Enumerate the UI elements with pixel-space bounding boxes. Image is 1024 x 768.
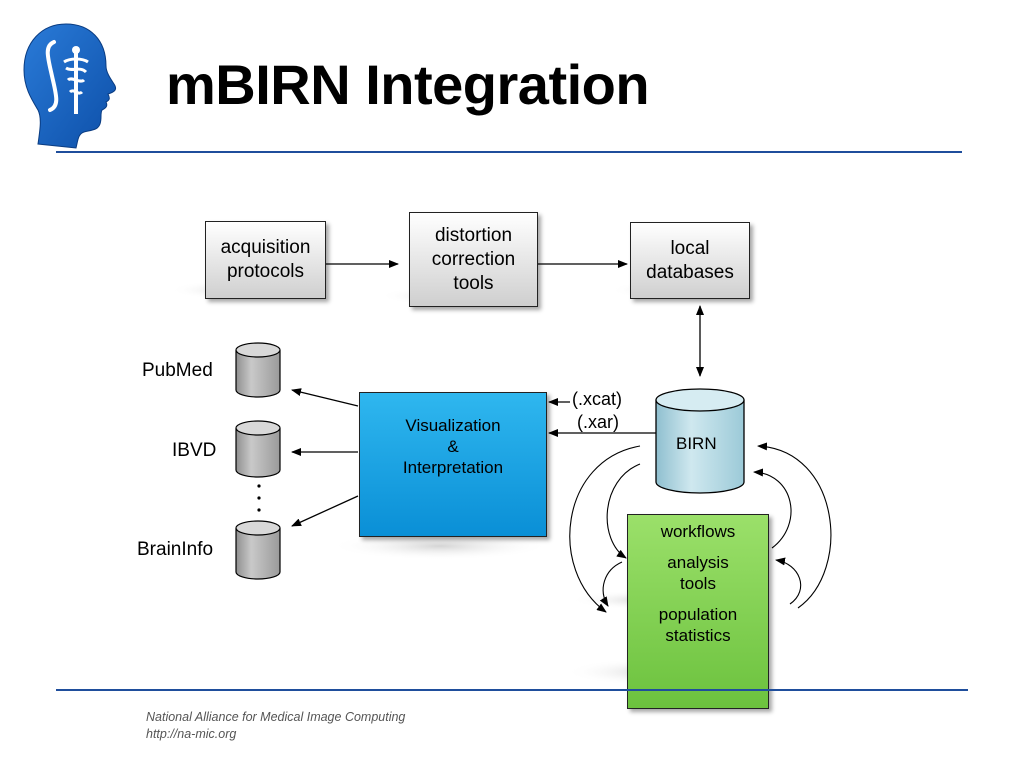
distortion-correction-box: distortion correction tools — [409, 212, 538, 307]
acquisition-protocols-box: acquisition protocols — [205, 221, 326, 299]
box-label: Visualization — [405, 416, 501, 435]
braininfo-cylinder — [235, 520, 281, 580]
population-statistics-label: statistics — [665, 626, 731, 645]
analysis-tools-label: analysis — [667, 553, 729, 572]
birn-label: BIRN — [676, 434, 717, 453]
local-databases-box: local databases — [630, 222, 750, 299]
box-label: acquisition — [220, 237, 311, 258]
box-label: tools — [453, 272, 494, 294]
population-statistics-label: population — [658, 605, 738, 624]
workflows-box: workflows analysis tools population stat… — [627, 514, 769, 709]
braininfo-label: BrainInfo — [137, 539, 214, 560]
curve-arrow-right-mid — [753, 468, 792, 549]
box-label: databases — [646, 261, 734, 283]
ellipsis-dot — [257, 508, 261, 512]
pubmed-label: PubMed — [142, 360, 213, 381]
workflows-label: workflows — [660, 522, 736, 541]
box-label: protocols — [226, 261, 305, 282]
xcat-label: (.xcat) — [572, 389, 623, 409]
box-label: & — [447, 437, 459, 456]
box-label: Interpretation — [402, 458, 504, 477]
footer-url: http://na-mic.org — [146, 727, 237, 741]
ellipsis-dot — [257, 496, 261, 500]
box-label: local — [670, 237, 710, 259]
curve-arrow-left-inner — [599, 561, 623, 607]
footer-divider — [56, 689, 968, 691]
ellipsis-dot — [257, 484, 261, 488]
arrow-viz-to-braininfo — [291, 495, 359, 527]
header-divider — [56, 151, 962, 153]
ibvd-cylinder — [235, 420, 281, 478]
pubmed-cylinder — [235, 342, 281, 398]
curve-arrow-left-mid — [606, 463, 641, 559]
box-label: distortion — [434, 224, 513, 246]
footer-organization: National Alliance for Medical Image Comp… — [146, 710, 406, 724]
page-title: mBIRN Integration — [166, 53, 650, 116]
namic-logo-icon — [23, 23, 117, 149]
xar-label: (.xar) — [577, 412, 619, 432]
arrow-viz-to-pubmed — [291, 388, 359, 407]
curve-arrow-left-outer — [569, 445, 641, 613]
analysis-tools-label: tools — [680, 574, 716, 593]
shadow — [330, 532, 550, 560]
curve-arrow-right-outer — [757, 442, 832, 609]
ibvd-label: IBVD — [172, 440, 217, 461]
curve-arrow-right-inner — [775, 557, 802, 605]
box-label: correction — [431, 248, 516, 270]
visualization-interpretation-box: Visualization & Interpretation — [359, 392, 547, 537]
birn-cylinder — [655, 388, 745, 494]
